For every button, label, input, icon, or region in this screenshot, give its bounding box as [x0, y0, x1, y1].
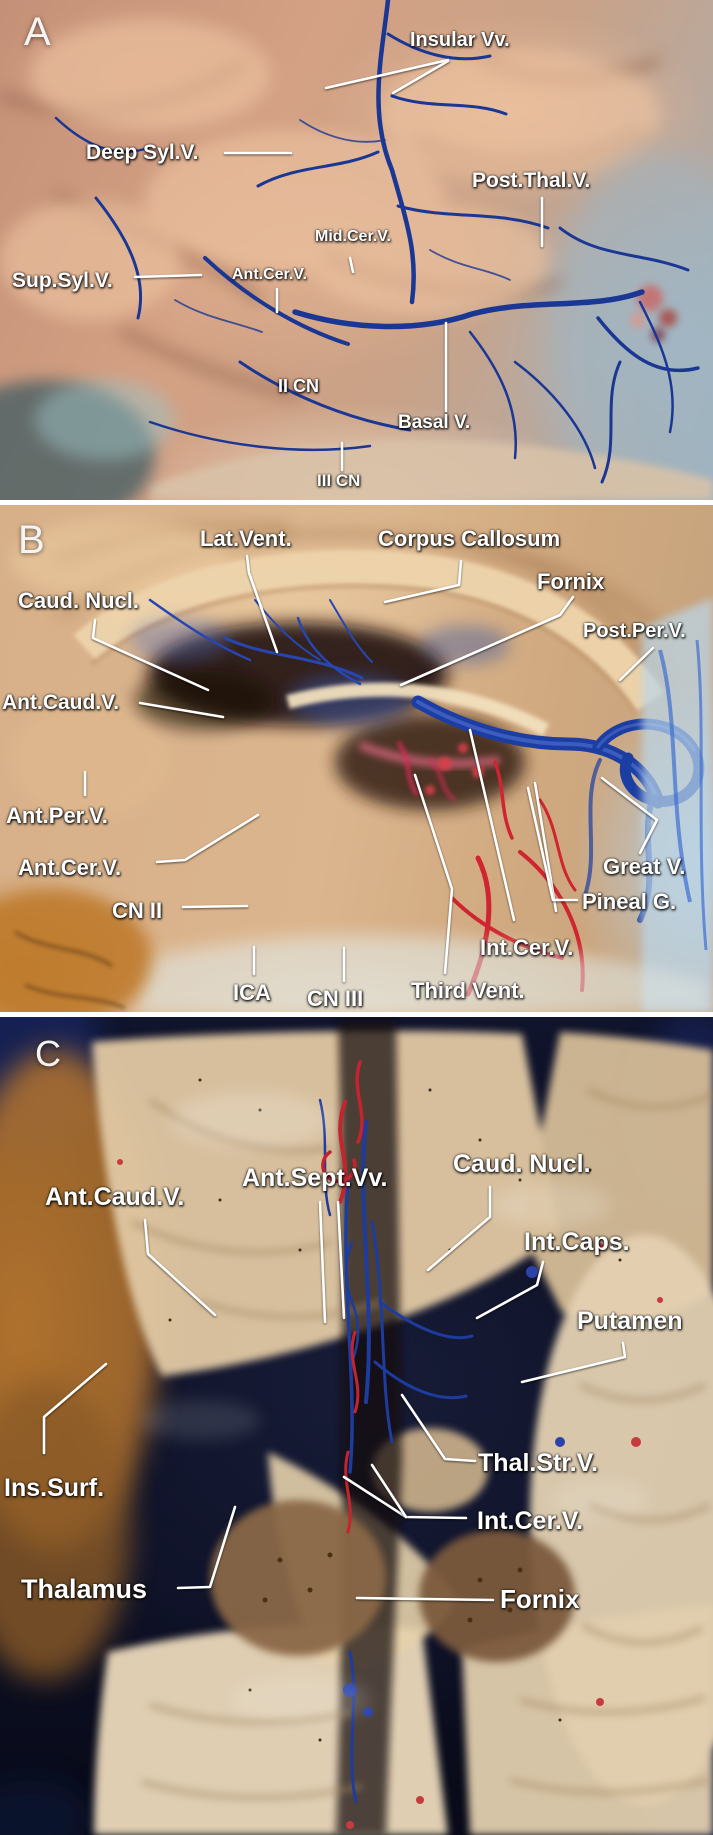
leader-line	[618, 646, 655, 682]
leader-line	[426, 1185, 492, 1272]
leader-line	[475, 1260, 545, 1320]
leader-line	[383, 559, 463, 604]
leader-line	[133, 273, 203, 279]
leader-line	[400, 1393, 477, 1463]
leader-line	[143, 1218, 217, 1317]
leader-line	[413, 773, 454, 975]
leader-line	[318, 1200, 327, 1324]
fornix-shape	[286, 682, 550, 737]
panel-b-illustration	[0, 520, 713, 1012]
leader-line	[520, 1341, 627, 1384]
leader-line	[42, 1362, 108, 1455]
panel-a-illustration	[0, 0, 713, 500]
leader-line	[533, 781, 558, 913]
vein-illustration	[54, 0, 700, 484]
leader-line	[370, 1463, 408, 1519]
leader-line	[468, 728, 516, 922]
vein-illustration	[318, 1098, 474, 1804]
leader-line	[245, 554, 279, 654]
leader-line	[399, 595, 575, 687]
leader-line	[336, 1200, 346, 1320]
leader-line	[600, 776, 659, 855]
thalamus-shape	[210, 1500, 386, 1656]
leader-line	[176, 1505, 237, 1590]
leader-line	[155, 813, 260, 864]
leader-line	[181, 904, 249, 909]
leader-line	[348, 256, 355, 274]
panel-c-illustration	[0, 1017, 713, 1835]
corpus-callosum-shape	[73, 550, 665, 712]
leader-line	[138, 701, 225, 719]
leader-line	[391, 59, 450, 95]
vein-illustration	[148, 598, 373, 686]
leader-line	[355, 1596, 495, 1602]
leader-line	[526, 786, 579, 902]
leader-line	[342, 1475, 468, 1520]
leader-line	[91, 618, 210, 692]
artery-illustration	[321, 1060, 364, 1534]
leader-line	[324, 58, 450, 90]
